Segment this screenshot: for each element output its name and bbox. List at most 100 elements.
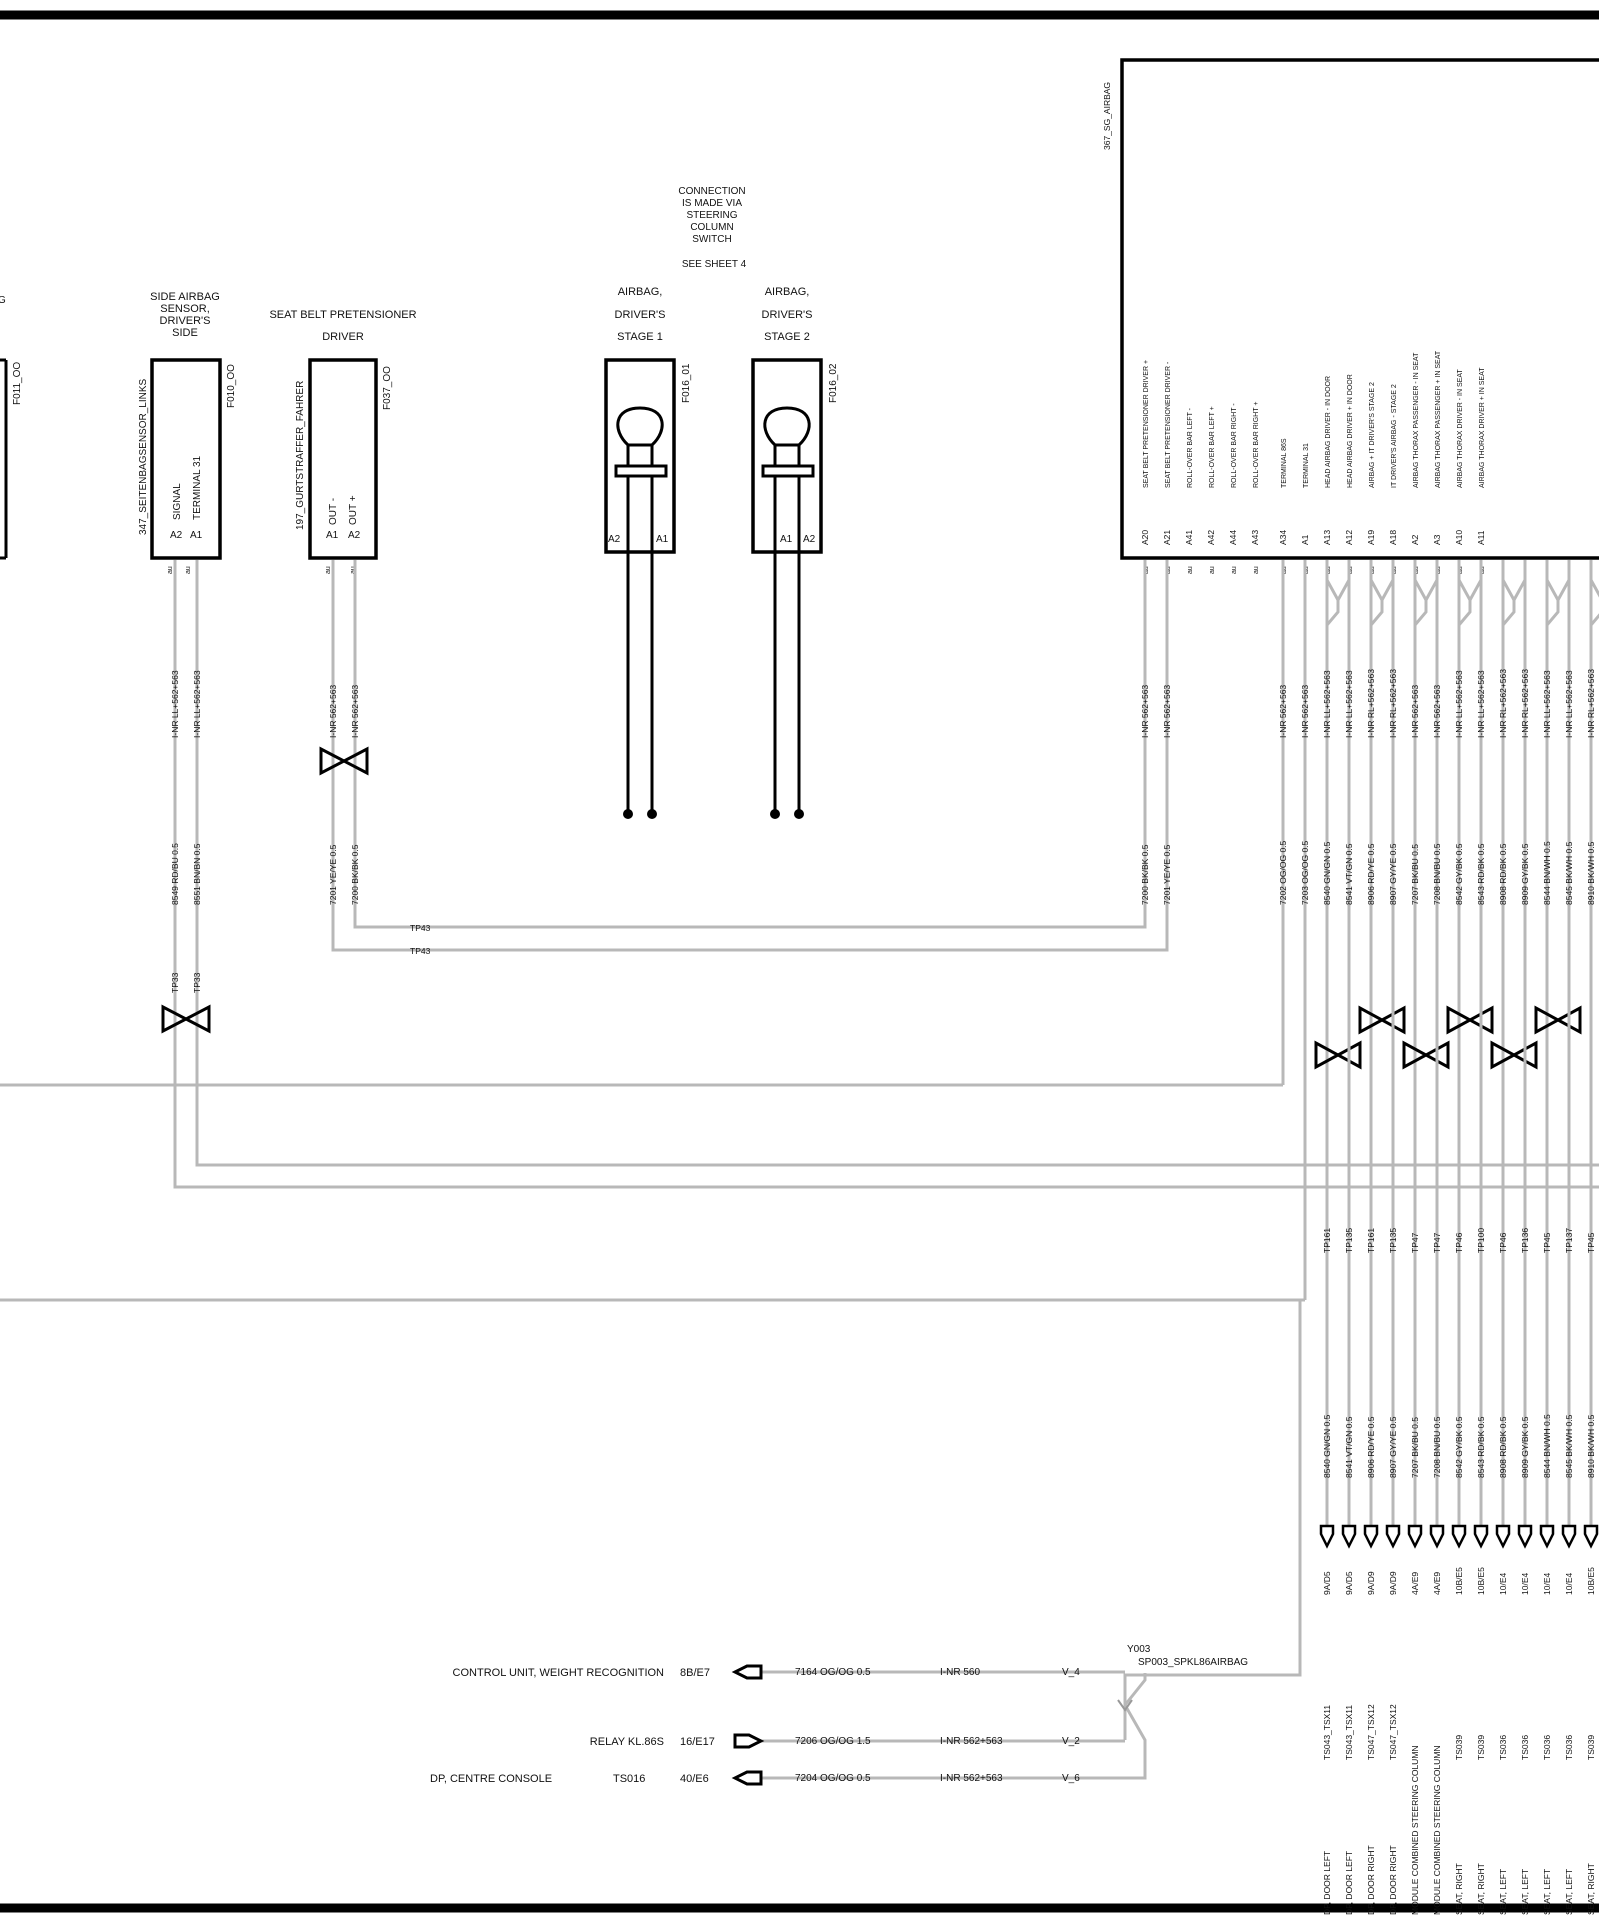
bundle-wire-tp: TP47: [1432, 1232, 1442, 1253]
airbag1-ref: F016_01: [681, 363, 692, 403]
airbag2-bar: [761, 464, 815, 478]
ecu-pin-a12: A12: [1344, 530, 1354, 545]
splice-v6-wire: [760, 1704, 1147, 1780]
bundle-wire-code: 9A/D5: [1322, 1571, 1332, 1595]
ecu-pin-desc-a2: AIRBAG THORAX PASSENGER - IN SEAT: [1413, 352, 1420, 488]
note-line-4: COLUMN: [690, 222, 733, 233]
pretensioner-tp-1: TP43: [410, 923, 431, 933]
bottom-code: 40/E6: [680, 1773, 709, 1785]
bundle-wire-dest-a: SEAT, LEFT: [1498, 1869, 1508, 1915]
splice-stub: [1123, 1673, 1147, 1706]
connector-arrow-icon: [731, 1770, 763, 1786]
ecu-wire-a21-color: 7201 YE/YE 0.5: [1162, 844, 1172, 905]
bundle-wire-tp: TP100: [1476, 1228, 1486, 1253]
ecu-pin-au-a42: au: [1209, 566, 1216, 574]
ecu-pin-desc-a21: SEAT BELT PRETENSIONER DRIVER -: [1165, 361, 1172, 488]
bundle-wire-code: 10/E4: [1542, 1573, 1552, 1595]
ecu-pin-desc-a3: AIRBAG THORAX PASSENGER + IN SEAT: [1435, 350, 1442, 488]
pretensioner-pin-a1: A1: [326, 530, 339, 541]
bundle-wire-color: 8542 GY/BK 0.5: [1454, 843, 1464, 905]
bundle-wire-dest-a: SEAT, LEFT: [1564, 1869, 1574, 1915]
ecu-pin-desc-a11: AIRBAG THORAX DRIVER + IN SEAT: [1479, 367, 1486, 488]
pretensioner-pin-label-2: OUT +: [348, 495, 359, 525]
bundle-wire-code: 10B/E5: [1454, 1567, 1464, 1595]
bundle-wire-code: 10B/E5: [1586, 1567, 1596, 1595]
sensor-wire-1-color: 8549 RD/BU 0.5: [170, 843, 180, 905]
ecu-pin-a19: A19: [1366, 530, 1376, 545]
bundle-crossover: [1512, 579, 1527, 601]
airbag1-terminal-1: [623, 809, 633, 819]
bundle-wire-color: 8906 RD/YE 0.5: [1366, 843, 1376, 905]
airbag2-title-1: AIRBAG,: [765, 286, 810, 298]
twist-icon: [1446, 1005, 1494, 1035]
bundle-crossover: [1545, 579, 1560, 626]
component-airbag-stage-1: AIRBAG, DRIVER'S STAGE 1 A2 A1 F016_01: [604, 286, 692, 819]
sensor-pin-label-1: SIGNAL: [172, 483, 183, 520]
airbag1-pin-a1: A1: [656, 534, 669, 545]
note-line-2: IS MADE VIA: [682, 198, 742, 209]
connection-note: CONNECTION IS MADE VIA STEERING COLUMN S…: [678, 186, 746, 270]
airbag1-pin-a2: A2: [608, 534, 621, 545]
ecu-pin-desc-a43: ROLL-OVER BAR RIGHT +: [1253, 402, 1260, 488]
bundle-wire-tp: TP135: [1388, 1228, 1398, 1253]
pretensioner-pin-label-1: OUT -: [328, 498, 339, 525]
bundle-wire-color-2: 8540 GN/GN 0.5: [1322, 1414, 1332, 1478]
bottom-wire: 7206 OG/OG 1.5: [795, 1736, 871, 1747]
airbag1-terminal-2: [647, 809, 657, 819]
bundle-wire-nr: I-NR LL+562+563: [1344, 670, 1354, 738]
sensor-part: 347_SEITENBAGSENSOR_LINKS: [138, 378, 149, 535]
pretensioner-wire-1-nr: I-NR 562+563: [328, 685, 338, 738]
bundle-wire-nr: I-NR LL+562+563: [1322, 670, 1332, 738]
note-line-6: SEE SHEET 4: [682, 259, 747, 270]
bottom-code: 8B/E7: [680, 1667, 710, 1679]
bundle-wire-dest-b: TS047_TSX12: [1388, 1704, 1398, 1760]
bundle-crossover: [1325, 579, 1340, 626]
bundle-wire-dest-b: TS036: [1520, 1735, 1530, 1760]
note-line-3: STEERING: [686, 210, 737, 221]
pretensioner-pin-a2: A2: [348, 530, 361, 541]
bundle-wire-color: 8908 RD/BK 0.5: [1498, 843, 1508, 905]
ecu-pin-a34: A34: [1278, 530, 1288, 545]
sensor-wire-2-nr: I-NR LL+562+563: [192, 670, 202, 738]
bottom-wire: 7164 OG/OG 0.5: [795, 1667, 871, 1678]
bottom-code: 16/E17: [680, 1736, 715, 1748]
bundle-wire-code: 10/E4: [1564, 1573, 1574, 1595]
bundle-wire-code: 10/E4: [1498, 1573, 1508, 1595]
splice-arrow-icon: [1117, 1699, 1133, 1712]
sensor-wire-2-tp: TP33: [192, 972, 202, 993]
sensor-wire-1: [173, 560, 1599, 1189]
airbag2-title-3: STAGE 2: [764, 331, 810, 343]
bundle-wire-code: 4A/E9: [1410, 1572, 1420, 1595]
sensor-title-2: SENSOR,: [160, 303, 210, 315]
pretensioner-wire-2-nr: I-NR 562+563: [350, 685, 360, 738]
bundle-wire-dest-a: DP, DOOR RIGHT: [1366, 1845, 1376, 1915]
bundle-wire-color-2: 8541 VT/GN 0.5: [1344, 1416, 1354, 1478]
ecu-wire-a34-color: 7202 OG/OG 0.5: [1278, 840, 1288, 905]
bundle-wire-nr: I-NR LL+562+563: [1476, 670, 1486, 738]
airbag2-terminal-1: [770, 809, 780, 819]
bundle-wire-dest-b: TS047_TSX12: [1366, 1704, 1376, 1760]
note-line-5: SWITCH: [692, 234, 731, 245]
airbag2-box: [751, 358, 823, 554]
ecu-wire-a34-nr: I-NR 562+563: [1278, 685, 1288, 738]
bundle-wire-color-2: 7208 BN/BU 0.5: [1432, 1416, 1442, 1478]
pretensioner-wire-2-color: 7200 BK/BK 0.5: [350, 844, 360, 905]
bundle-wire-color: 7207 BK/BU 0.5: [1410, 844, 1420, 905]
ecu-pin-a44: A44: [1228, 530, 1238, 545]
bundle-wire-nr: I-NR LL+562+563: [1564, 670, 1574, 738]
sensor-wire-2-color: 8551 BN/BN 0.5: [192, 843, 202, 905]
bundle-wire-tp: TP47: [1410, 1232, 1420, 1253]
bundle-wire-tp: TP161: [1366, 1228, 1376, 1253]
pretensioner-tp-2: TP43: [410, 946, 431, 956]
pretensioner-ref: F037_OO: [382, 366, 393, 410]
sensor-wires: I-NR LL+562+563 I-NR LL+562+563 8549 RD/…: [161, 560, 1599, 1189]
bundle-wire-nr: I-NR RL+562+563: [1366, 669, 1376, 738]
connector-arrow-icon: [1561, 1524, 1577, 1549]
